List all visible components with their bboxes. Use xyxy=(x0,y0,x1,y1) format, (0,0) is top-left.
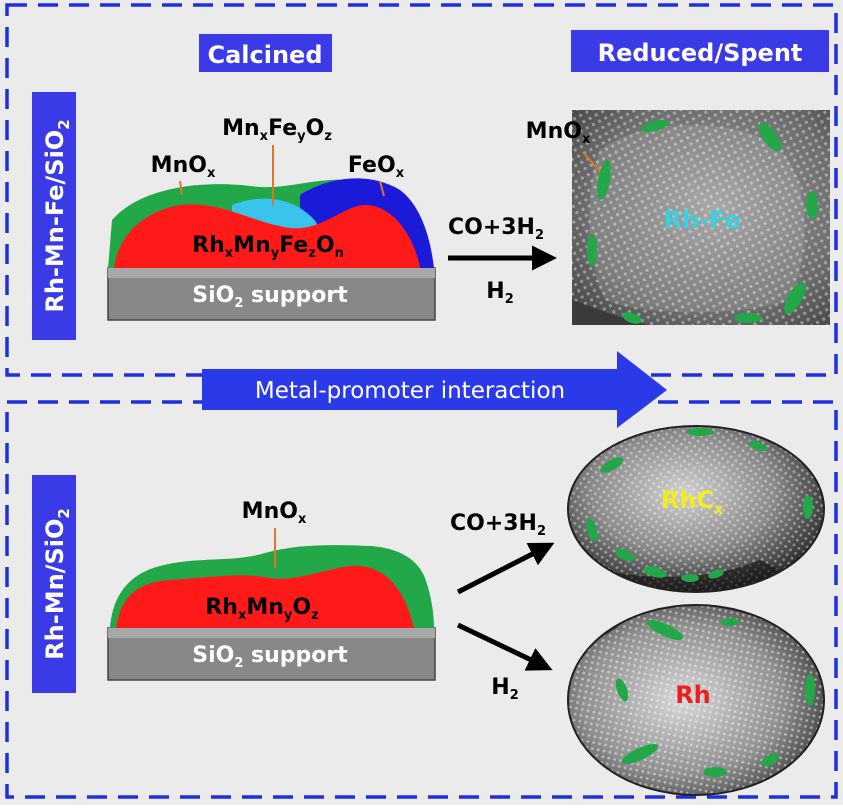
metal-tem-image: Rh xyxy=(567,604,825,796)
bottom-mnox-label: MnOx xyxy=(242,499,307,527)
feox-pointer xyxy=(379,180,385,197)
rhcx-label: RhCx xyxy=(661,486,723,518)
rh-label: Rh xyxy=(675,681,711,709)
top-core-label: RhxMnyFezOn xyxy=(192,233,344,261)
bottom-gas1-label: CO+3H2 xyxy=(450,511,546,539)
top-result-mnox-label: MnOx xyxy=(526,119,591,147)
calcined-header-box xyxy=(199,34,332,72)
side-label-top-box xyxy=(32,92,76,340)
top-gas1-label: CO+3H2 xyxy=(448,215,544,243)
feox-label: FeOx xyxy=(348,153,405,181)
bottom-arrow-lower xyxy=(456,622,553,671)
top-result-mnox-pointer xyxy=(582,151,601,173)
top-particle: RhxMnyFezOn SiO2 support MnxFeyOz MnOx F… xyxy=(107,116,436,321)
top-tem-image: MnOx Rh-Fe xyxy=(526,110,830,325)
top-rh-core xyxy=(114,204,420,268)
top-mnox-label: MnOx xyxy=(151,153,216,181)
bottom-particle: RhxMnyOz SiO2 support MnOx xyxy=(107,499,436,681)
bottom-gas2-label: H2 xyxy=(491,675,518,703)
top-support-label: SiO2 support xyxy=(192,283,348,311)
interaction-arrow xyxy=(202,351,667,428)
bottom-support-highlight xyxy=(108,628,435,638)
reduced-header-box xyxy=(571,30,829,72)
top-gas2-label: H2 xyxy=(486,279,513,307)
bottom-support-label: SiO2 support xyxy=(192,643,348,671)
reduced-header: Reduced/Spent xyxy=(598,39,803,67)
top-support-highlight xyxy=(108,268,435,278)
bottom-rh-core xyxy=(116,565,414,628)
side-label-bottom: Rh-Mn/SiO2 xyxy=(41,508,73,660)
carbide-tem-image: RhCx xyxy=(567,425,825,593)
mnxfeyoz-label: MnxFeyOz xyxy=(222,116,332,144)
side-label-bottom-box xyxy=(32,475,76,693)
bottom-arrow-upper xyxy=(456,542,555,595)
calcined-header: Calcined xyxy=(207,41,322,69)
side-label-top: Rh-Mn-Fe/SiO2 xyxy=(41,119,73,312)
top-mnox-pointer xyxy=(179,180,183,196)
bottom-core-label: RhxMnyOz xyxy=(205,595,318,623)
interaction-label: Metal-promoter interaction xyxy=(255,378,565,404)
rh-fe-label: Rh-Fe xyxy=(663,206,740,234)
